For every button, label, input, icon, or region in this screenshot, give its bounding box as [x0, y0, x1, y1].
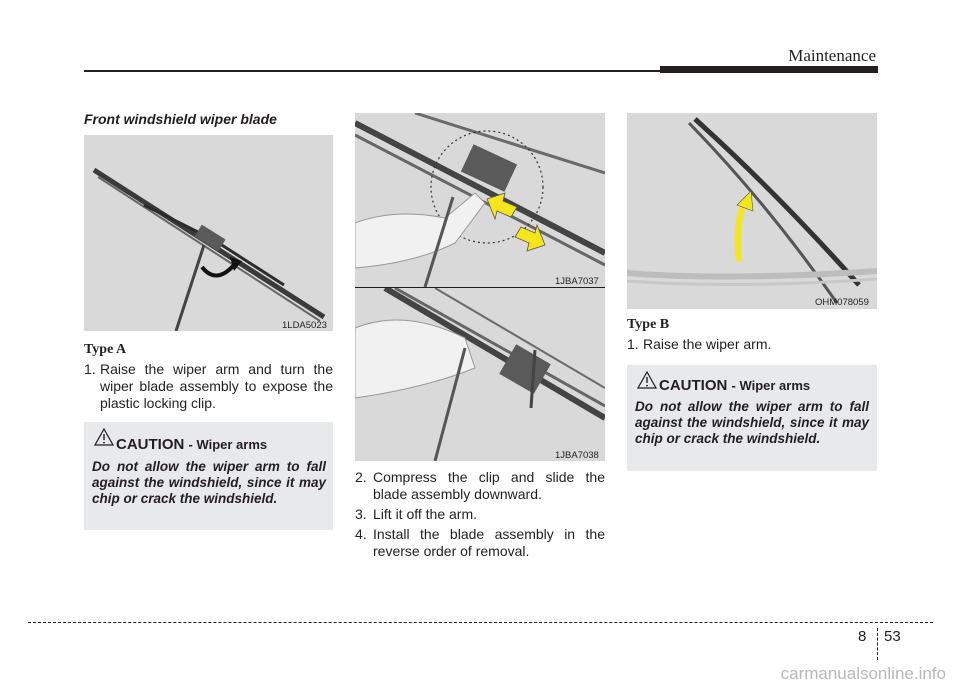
- step-3: 3. Lift it off the arm.: [355, 506, 605, 523]
- step-number: 1.: [627, 336, 639, 352]
- step-text: Install the blade assembly in the revers…: [373, 526, 605, 559]
- figure-wiper-type-b: [627, 113, 877, 309]
- type-a-step-1: 1. Raise the wiper arm and turn the wipe…: [84, 361, 333, 412]
- wiper-illustration: [92, 167, 326, 331]
- wiper-raise-illustration: [627, 117, 877, 304]
- step-4: 4. Install the blade assembly in the rev…: [355, 526, 605, 560]
- caution-text: Do not allow the wiper arm to fall again…: [92, 459, 326, 506]
- step-number: 2.: [355, 469, 367, 485]
- warning-icon: [636, 370, 658, 394]
- figure-wiper-type-a: [84, 135, 333, 331]
- section-title: Front windshield wiper blade: [84, 111, 277, 127]
- step-number: 1.: [84, 361, 96, 377]
- caution-subtitle: - Wiper arms: [731, 378, 811, 393]
- warning-icon: [93, 427, 115, 451]
- header-rule: [84, 70, 664, 72]
- figure-slide-blade: [355, 288, 605, 461]
- caution-subtitle: - Wiper arms: [188, 437, 268, 452]
- footer-rule: [28, 622, 933, 623]
- step-number: 3.: [355, 506, 367, 522]
- figure-code: OHM078059: [815, 297, 869, 308]
- step-number: 4.: [355, 526, 367, 542]
- step-text: Raise the wiper arm.: [643, 336, 772, 352]
- section-number: 8: [858, 628, 867, 645]
- header-rule-accent: [660, 66, 878, 73]
- step-text: Compress the clip and slide the blade as…: [373, 469, 605, 502]
- caution-box: CAUTION - Wiper arms Do not allow the wi…: [84, 422, 333, 530]
- wiper-slide-illustration: [355, 288, 605, 461]
- caution-title: CAUTION: [116, 436, 185, 453]
- figure-code: 1JBA7037: [555, 276, 599, 287]
- type-b-step-1: 1. Raise the wiper arm.: [627, 336, 877, 353]
- figure-divider: [355, 287, 605, 288]
- step-text: Lift it off the arm.: [373, 506, 478, 522]
- figure-code: 1LDA5023: [282, 320, 327, 331]
- page-number-divider: [877, 628, 878, 660]
- step-2: 2. Compress the clip and slide the blade…: [355, 469, 605, 503]
- figure-compress-clip: [355, 113, 605, 287]
- type-a-label: Type A: [84, 342, 127, 357]
- caution-box: CAUTION - Wiper arms Do not allow the wi…: [627, 365, 877, 471]
- caution-heading: CAUTION - Wiper arms: [116, 436, 267, 453]
- caution-heading: CAUTION - Wiper arms: [659, 377, 810, 394]
- caution-title: CAUTION: [659, 377, 728, 394]
- type-b-label: Type B: [627, 317, 670, 332]
- step-text: Raise the wiper arm and turn the wiper b…: [100, 361, 333, 411]
- caution-text: Do not allow the wiper arm to fall again…: [635, 399, 869, 446]
- header-title: Maintenance: [788, 46, 876, 65]
- page-number: 53: [884, 628, 901, 645]
- wiper-clip-illustration: [355, 113, 605, 287]
- figure-code: 1JBA7038: [555, 450, 599, 461]
- watermark: carmanualsonline.info: [780, 664, 946, 683]
